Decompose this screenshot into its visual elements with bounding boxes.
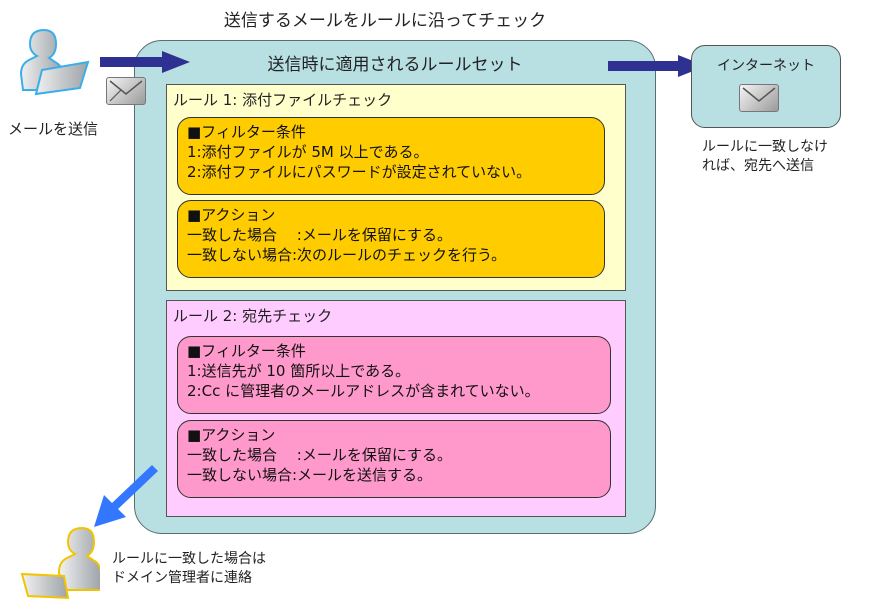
admin-at-laptop-icon <box>20 526 100 600</box>
arrow-down-left-icon <box>94 465 158 527</box>
filter-condition: 2:添付ファイルにパスワードが設定されていない。 <box>187 163 532 181</box>
envelope-icon <box>739 84 779 112</box>
rule-2-title: ルール 2: 宛先チェック <box>173 307 333 325</box>
filter-heading: ■フィルター条件 <box>187 342 306 360</box>
rule-1: ルール 1: 添付ファイルチェック ■フィルター条件 1:添付ファイルが 5M … <box>166 84 626 291</box>
internet-box: インターネット <box>691 45 841 128</box>
action-line: 一致した場合 :メールを保留にする。 <box>187 226 452 244</box>
action-line: 一致した場合 :メールを保留にする。 <box>187 446 452 464</box>
action-line: 一致しない場合:メールを送信する。 <box>187 466 433 484</box>
diagram-title: 送信するメールをルールに沿ってチェック <box>223 11 547 31</box>
rule-1-title: ルール 1: 添付ファイルチェック <box>173 91 393 109</box>
filter-condition: 2:Cc に管理者のメールアドレスが含まれていない。 <box>187 382 540 400</box>
filter-condition: 1:送信先が 10 箇所以上である。 <box>187 362 411 380</box>
rule-1-filter-box: ■フィルター条件 1:添付ファイルが 5M 以上である。 2:添付ファイルにパス… <box>177 117 605 195</box>
note-line: れば、宛先へ送信 <box>702 158 814 174</box>
note-line: ルールに一致した場合は <box>112 551 266 567</box>
action-line: 一致しない場合:次のルールのチェックを行う。 <box>187 246 507 264</box>
filter-condition: 1:添付ファイルが 5M 以上である。 <box>187 143 429 161</box>
user-at-laptop-icon <box>19 28 90 96</box>
internet-note: ルールに一致しなけ れば、宛先へ送信 <box>702 138 828 176</box>
rule-1-action-box: ■アクション 一致した場合 :メールを保留にする。 一致しない場合:次のルールの… <box>177 200 605 278</box>
ruleset-title: 送信時に適用されるルールセット <box>267 55 523 75</box>
arrow-right-icon <box>100 51 190 73</box>
action-heading: ■アクション <box>187 426 276 444</box>
sender-label: メールを送信 <box>8 120 99 138</box>
admin-note: ルールに一致した場合は ドメイン管理者に連絡 <box>112 550 266 588</box>
arrow-right-icon <box>608 55 706 77</box>
filter-heading: ■フィルター条件 <box>187 123 306 141</box>
rule-2: ルール 2: 宛先チェック ■フィルター条件 1:送信先が 10 箇所以上である… <box>166 300 626 517</box>
note-line: ドメイン管理者に連絡 <box>112 570 252 586</box>
action-heading: ■アクション <box>187 206 276 224</box>
internet-title: インターネット <box>717 58 815 74</box>
envelope-icon <box>106 77 146 105</box>
rule-2-filter-box: ■フィルター条件 1:送信先が 10 箇所以上である。 2:Cc に管理者のメー… <box>177 336 611 414</box>
note-line: ルールに一致しなけ <box>702 139 828 155</box>
rule-2-action-box: ■アクション 一致した場合 :メールを保留にする。 一致しない場合:メールを送信… <box>177 420 611 498</box>
